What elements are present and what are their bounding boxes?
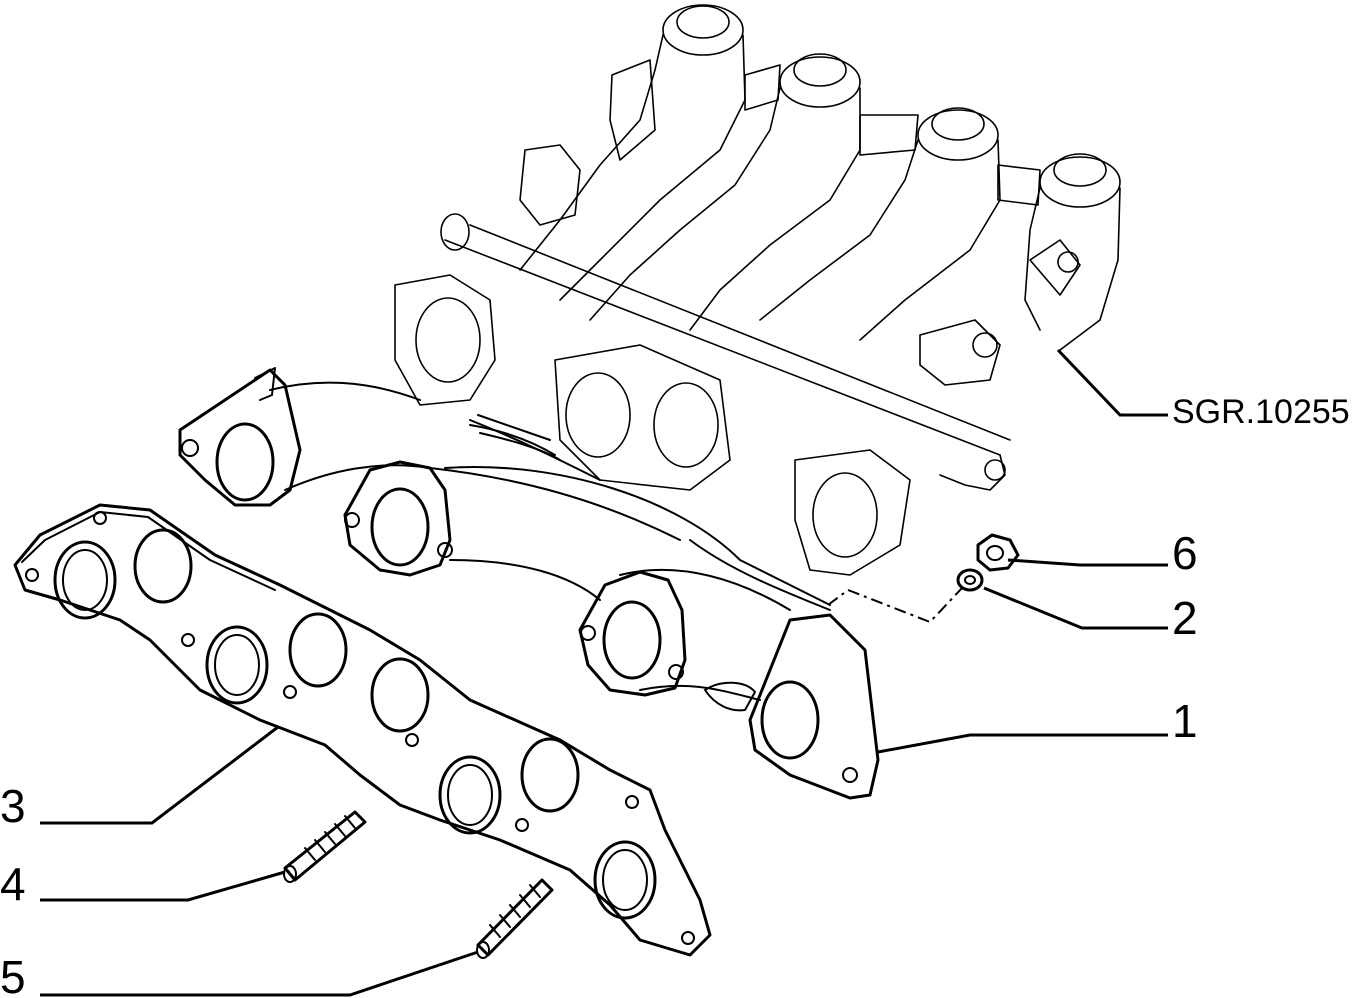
callout-1: 1 bbox=[1172, 695, 1198, 747]
callout-6: 6 bbox=[1172, 527, 1198, 579]
callout-2: 2 bbox=[1172, 592, 1198, 644]
callout-4: 4 bbox=[0, 858, 26, 910]
callout-3: 3 bbox=[0, 780, 26, 832]
intake-manifold-outline bbox=[394, 4, 1121, 576]
washer-2 bbox=[956, 568, 984, 592]
callout-5: 5 bbox=[0, 951, 26, 998]
alignment-line bbox=[827, 587, 963, 624]
leader-lines bbox=[40, 348, 1168, 997]
exhaust-manifold bbox=[178, 367, 880, 800]
stud-5 bbox=[476, 878, 554, 959]
nut-6 bbox=[976, 533, 1020, 572]
reference-code: SGR.10255 bbox=[1172, 393, 1350, 431]
stud-4 bbox=[283, 810, 367, 883]
exhaust-gasket bbox=[13, 503, 712, 957]
